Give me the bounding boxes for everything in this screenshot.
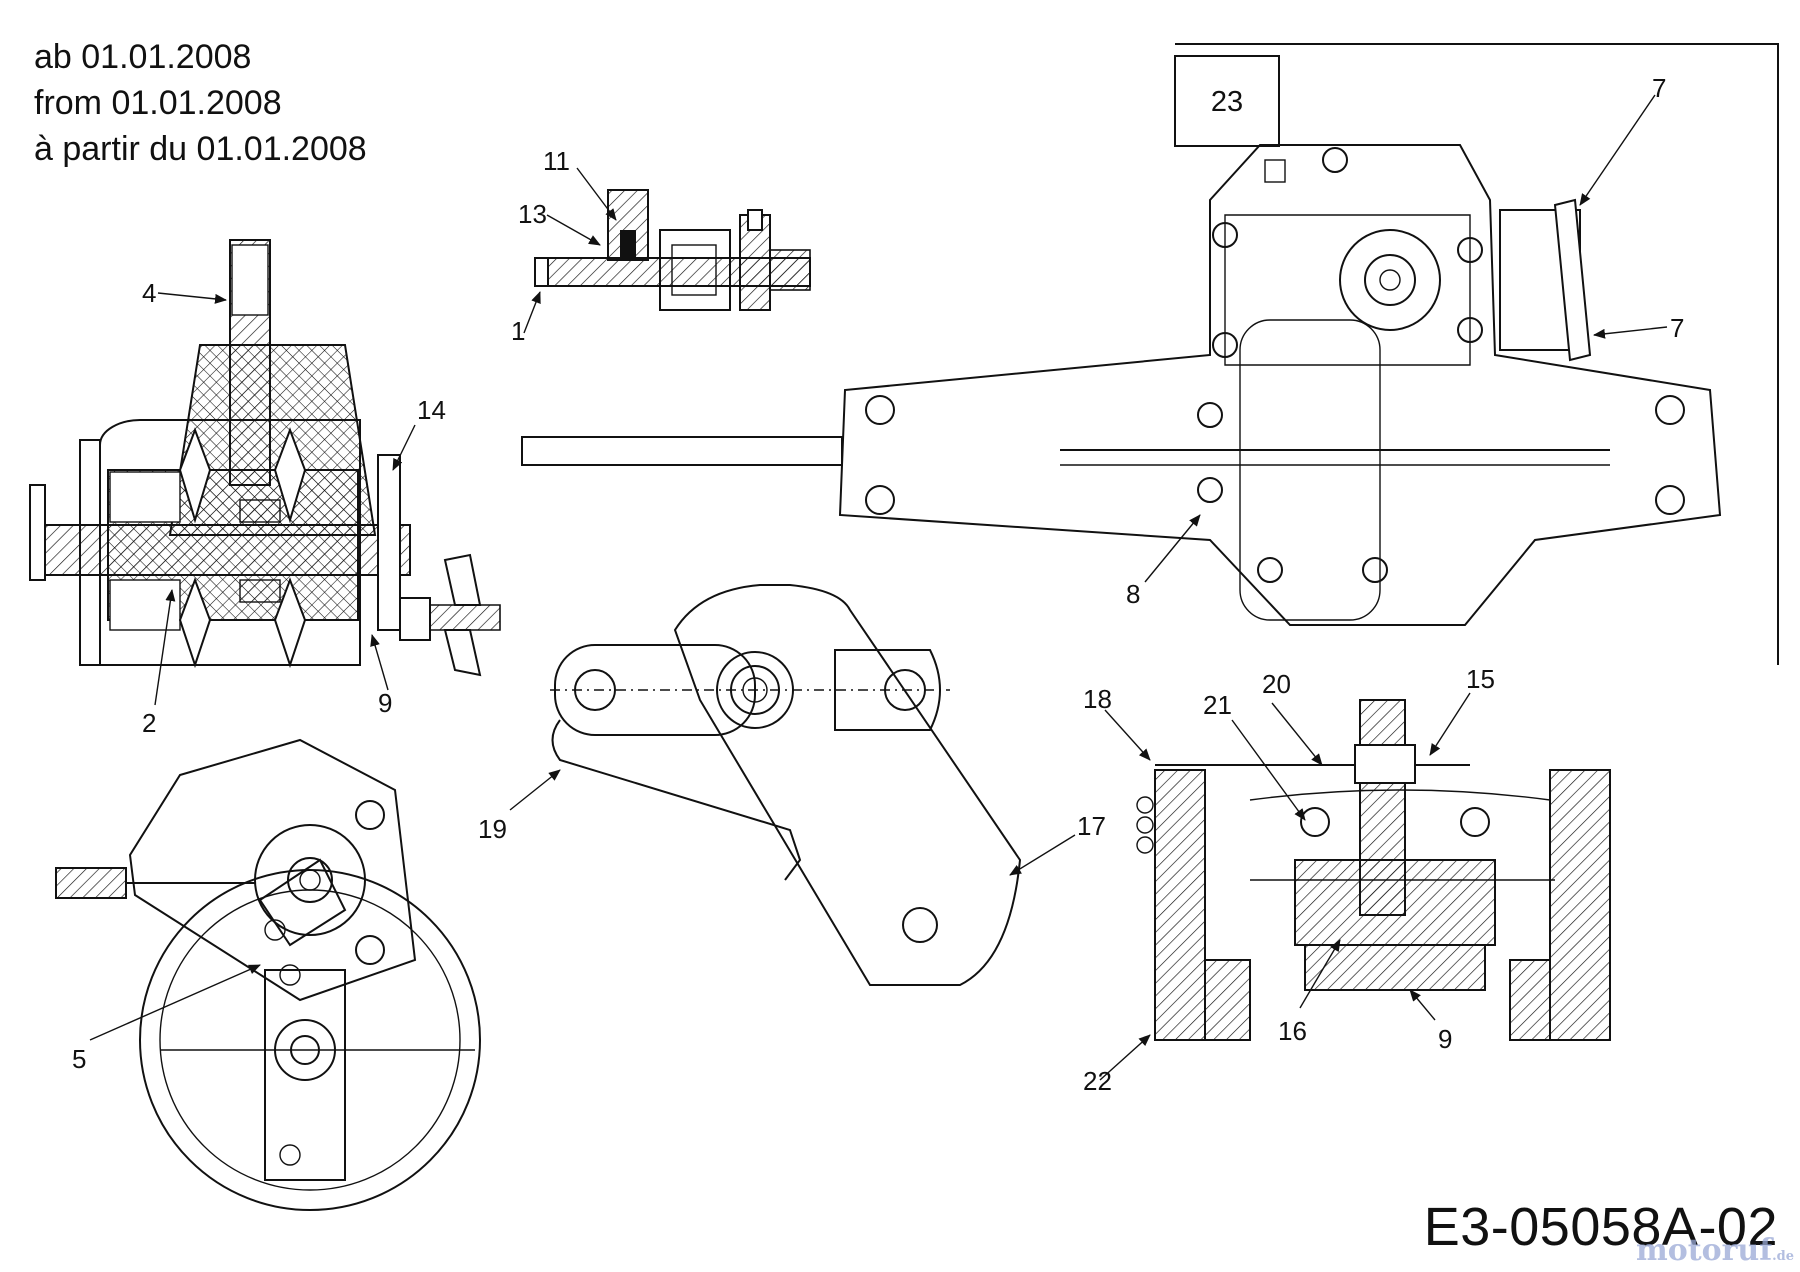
validity-block: ab 01.01.2008 from 01.01.2008 à partir d…: [34, 34, 367, 172]
callout-20: 20: [1262, 669, 1291, 699]
reference-box: [1174, 55, 1280, 147]
callout-1: 1: [511, 316, 525, 346]
callout-5: 5: [72, 1044, 86, 1074]
validity-fr: à partir du 01.01.2008: [34, 130, 367, 168]
callout-14: 14: [417, 395, 446, 425]
callout-19: 19: [478, 814, 507, 844]
transmission-side-view: [55, 738, 481, 1211]
callout-21: 21: [1203, 690, 1232, 720]
callout-4: 4: [142, 278, 156, 308]
callout-13: 13: [518, 199, 547, 229]
reference-box-label: 23: [1211, 86, 1243, 118]
validity-de: ab 01.01.2008: [34, 38, 252, 76]
callout-9-right: 9: [1438, 1024, 1452, 1054]
watermark-logo: motoruf.de: [1636, 1233, 1794, 1268]
callout-17: 17: [1077, 811, 1106, 841]
callout-22: 22: [1083, 1066, 1112, 1096]
reference-frame: 23: [1174, 43, 1779, 665]
callout-2: 2: [142, 708, 156, 738]
shaft-detail: [534, 189, 811, 311]
callout-16: 16: [1278, 1016, 1307, 1046]
bevel-gear-cross-section: [29, 239, 501, 677]
callout-9-left: 9: [378, 688, 392, 718]
control-lever: [550, 584, 1022, 986]
callout-labels: 4 2 9 14 1 11 13 7 7 8 5 19 17 18 20 21 …: [72, 73, 1684, 1096]
validity-en: from 01.01.2008: [34, 84, 282, 122]
callout-18: 18: [1083, 684, 1112, 714]
watermark-suffix: .de: [1772, 1249, 1794, 1264]
callout-7-lower: 7: [1670, 313, 1684, 343]
callout-leaders: [89, 94, 1668, 1081]
callout-8: 8: [1126, 579, 1140, 609]
callout-7-upper: 7: [1652, 73, 1666, 103]
callout-11: 11: [543, 146, 570, 176]
brake-cross-section: [1136, 699, 1611, 1041]
drawing-id: E3-05058A-02: [1423, 1197, 1778, 1257]
watermark-main: motoruf: [1635, 1233, 1773, 1268]
transmission-housing: [521, 144, 1722, 626]
callout-15: 15: [1466, 664, 1495, 694]
